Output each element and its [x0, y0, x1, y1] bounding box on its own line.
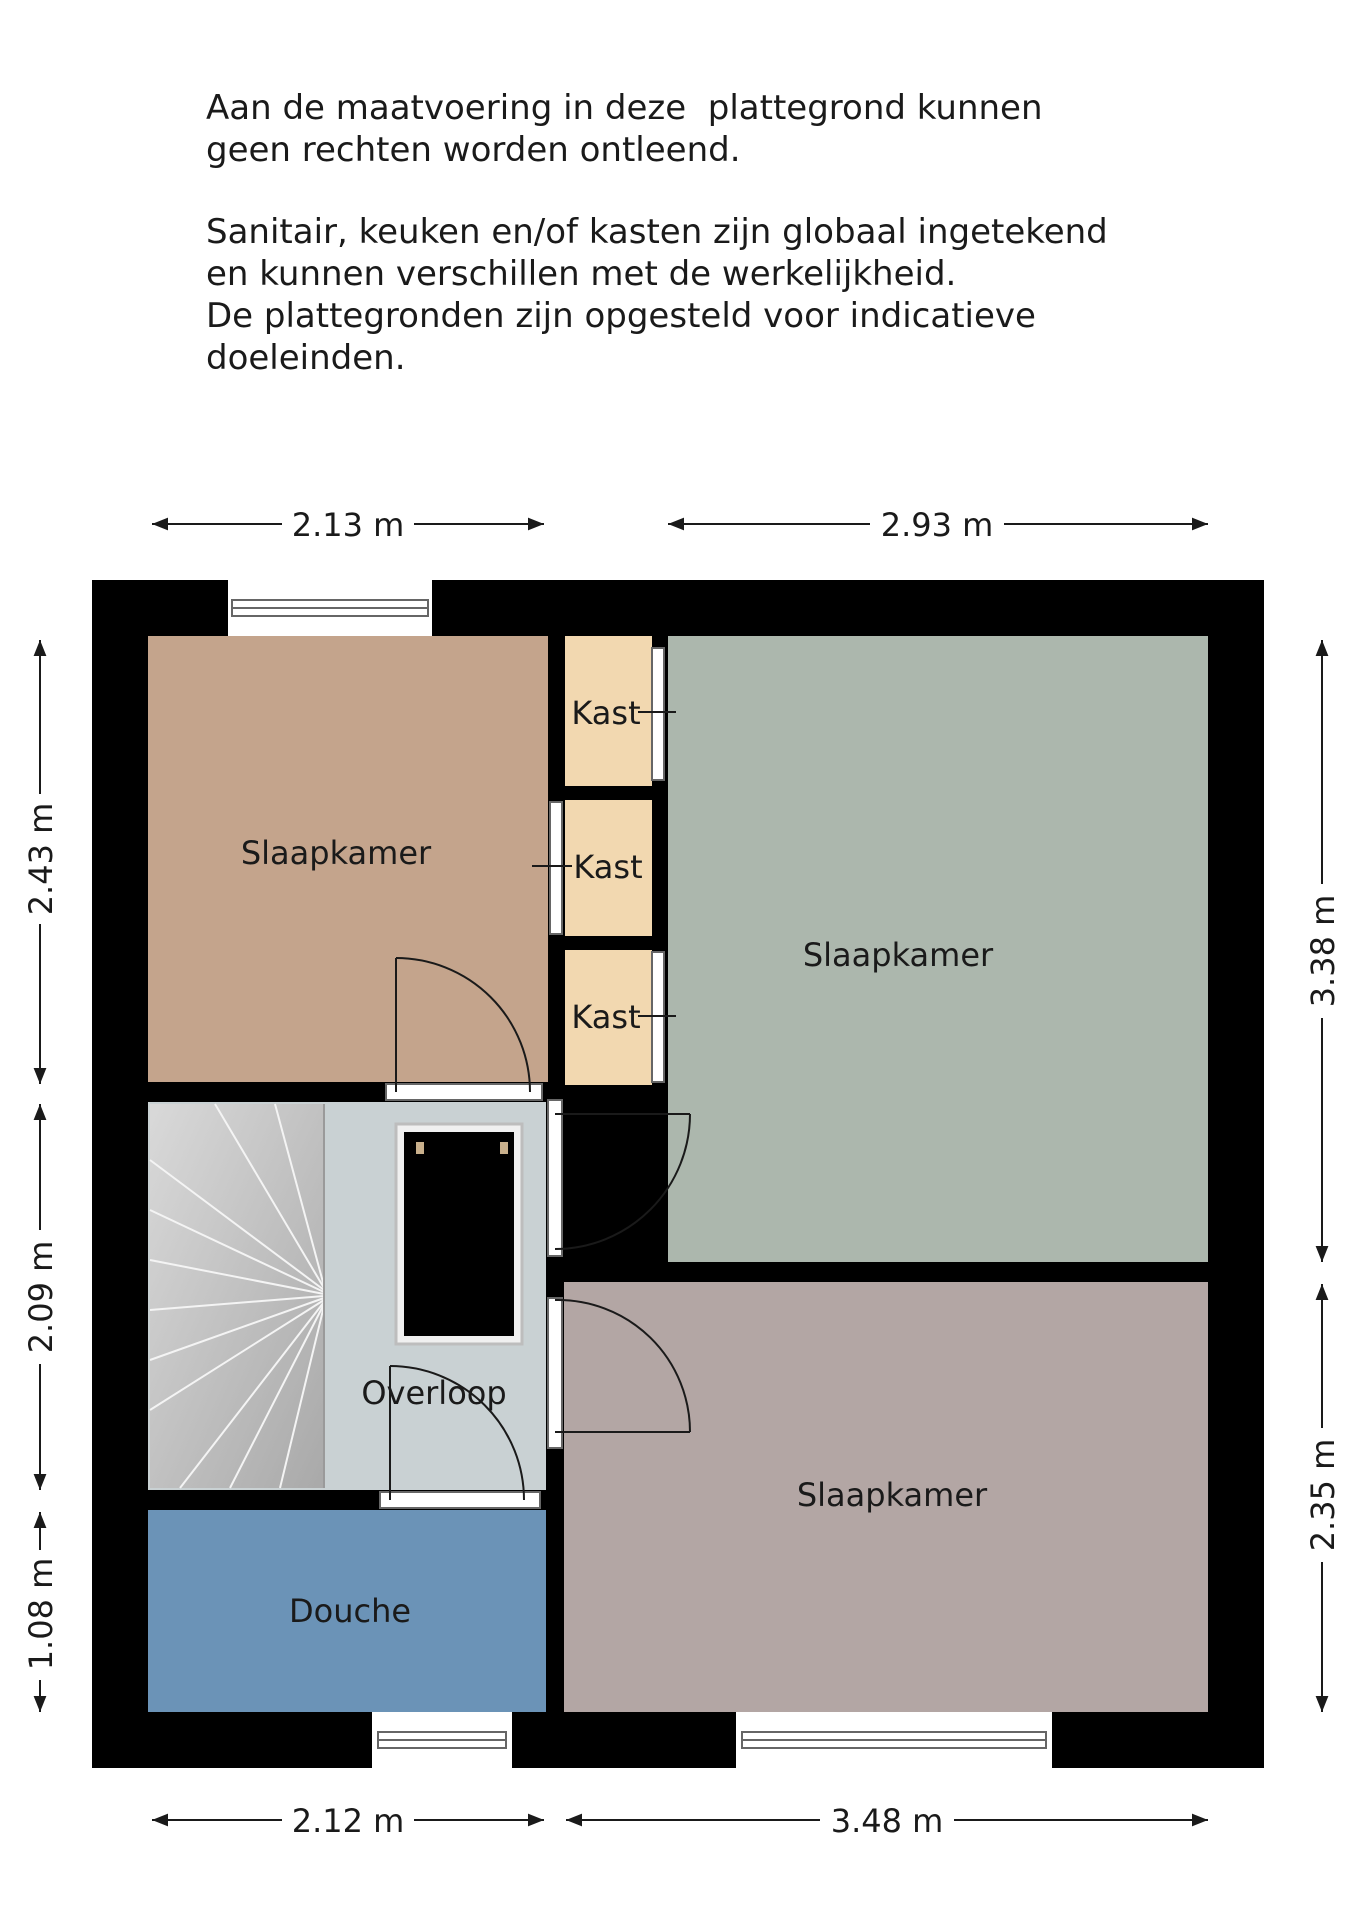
- label-shower: Douche: [289, 1592, 411, 1630]
- disclaimer-line: geen rechten worden ontleend.: [206, 130, 741, 170]
- door-closet-3: [638, 951, 676, 1083]
- dimension-label: 2.35 m: [1304, 1439, 1342, 1552]
- door-shower: [379, 1365, 541, 1509]
- door-closet-1: [638, 647, 676, 781]
- door-bedroom-right-bottom: [547, 1297, 691, 1449]
- label-bedroom-right-top: Slaapkamer: [803, 936, 994, 974]
- label-bedroom-left: Slaapkamer: [241, 834, 432, 872]
- label-closet-3: Kast: [571, 998, 640, 1036]
- room-bedroom-left: [148, 636, 548, 1082]
- disclaimer-text: Aan de maatvoering in deze plattegrond k…: [206, 87, 1206, 419]
- disclaimer-line: Sanitair, keuken en/of kasten zijn globa…: [206, 212, 1108, 252]
- dimension-right-bottom: 2.35 m: [1304, 1284, 1342, 1712]
- dimension-top-left: 2.13 m: [152, 506, 544, 544]
- dimension-bottom-right: 3.48 m: [566, 1802, 1208, 1840]
- dimension-label: 2.93 m: [881, 506, 994, 544]
- dimension-label: 2.43 m: [22, 803, 60, 916]
- attic-hatch: [394, 1122, 524, 1346]
- door-bedroom-left: [385, 957, 543, 1101]
- room-bedroom-right-bottom: [564, 1282, 1208, 1712]
- window-top-left: [228, 580, 432, 636]
- label-closet-2: Kast: [573, 848, 642, 886]
- staircase: [149, 1103, 325, 1489]
- dimension-top-right: 2.93 m: [668, 506, 1208, 544]
- room-bedroom-right-top: [668, 636, 1208, 1262]
- closet-2: [565, 800, 652, 936]
- disclaimer-line: De plattegronden zijn opgesteld voor ind…: [206, 296, 1036, 336]
- dimension-label: 2.13 m: [292, 506, 405, 544]
- closet-1: [565, 636, 652, 786]
- disclaimer-line: en kunnen verschillen met de werkelijkhe…: [206, 254, 957, 294]
- dimension-left-top: 2.43 m: [22, 640, 60, 1084]
- closet-3: [565, 950, 652, 1085]
- disclaimer-paragraph-2: Sanitair, keuken en/of kasten zijn globa…: [206, 211, 1206, 379]
- dimension-right-top: 3.38 m: [1304, 640, 1342, 1262]
- window-bottom-left: [372, 1712, 512, 1768]
- label-bedroom-right-bottom: Slaapkamer: [797, 1476, 988, 1514]
- label-closet-1: Kast: [571, 694, 640, 732]
- door-closet-2: [532, 801, 572, 935]
- dimension-label: 3.48 m: [831, 1802, 944, 1840]
- label-landing: Overloop: [361, 1374, 506, 1412]
- disclaimer-line: Aan de maatvoering in deze plattegrond k…: [206, 88, 1043, 128]
- dimension-label: 3.38 m: [1304, 895, 1342, 1008]
- room-shower: [148, 1510, 546, 1712]
- door-bedroom-right-top: [547, 1099, 691, 1257]
- window-bottom-right: [736, 1712, 1052, 1768]
- dimension-left-middle: 2.09 m: [22, 1104, 60, 1490]
- dimension-left-bottom: 1.08 m: [22, 1512, 60, 1712]
- dimension-bottom-left: 2.12 m: [152, 1802, 544, 1840]
- dimension-label: 2.09 m: [22, 1241, 60, 1354]
- dimension-label: 2.12 m: [292, 1802, 405, 1840]
- disclaimer-paragraph-1: Aan de maatvoering in deze plattegrond k…: [206, 87, 1206, 171]
- disclaimer-line: doeleinden.: [206, 338, 406, 378]
- dimension-label: 1.08 m: [22, 1558, 60, 1671]
